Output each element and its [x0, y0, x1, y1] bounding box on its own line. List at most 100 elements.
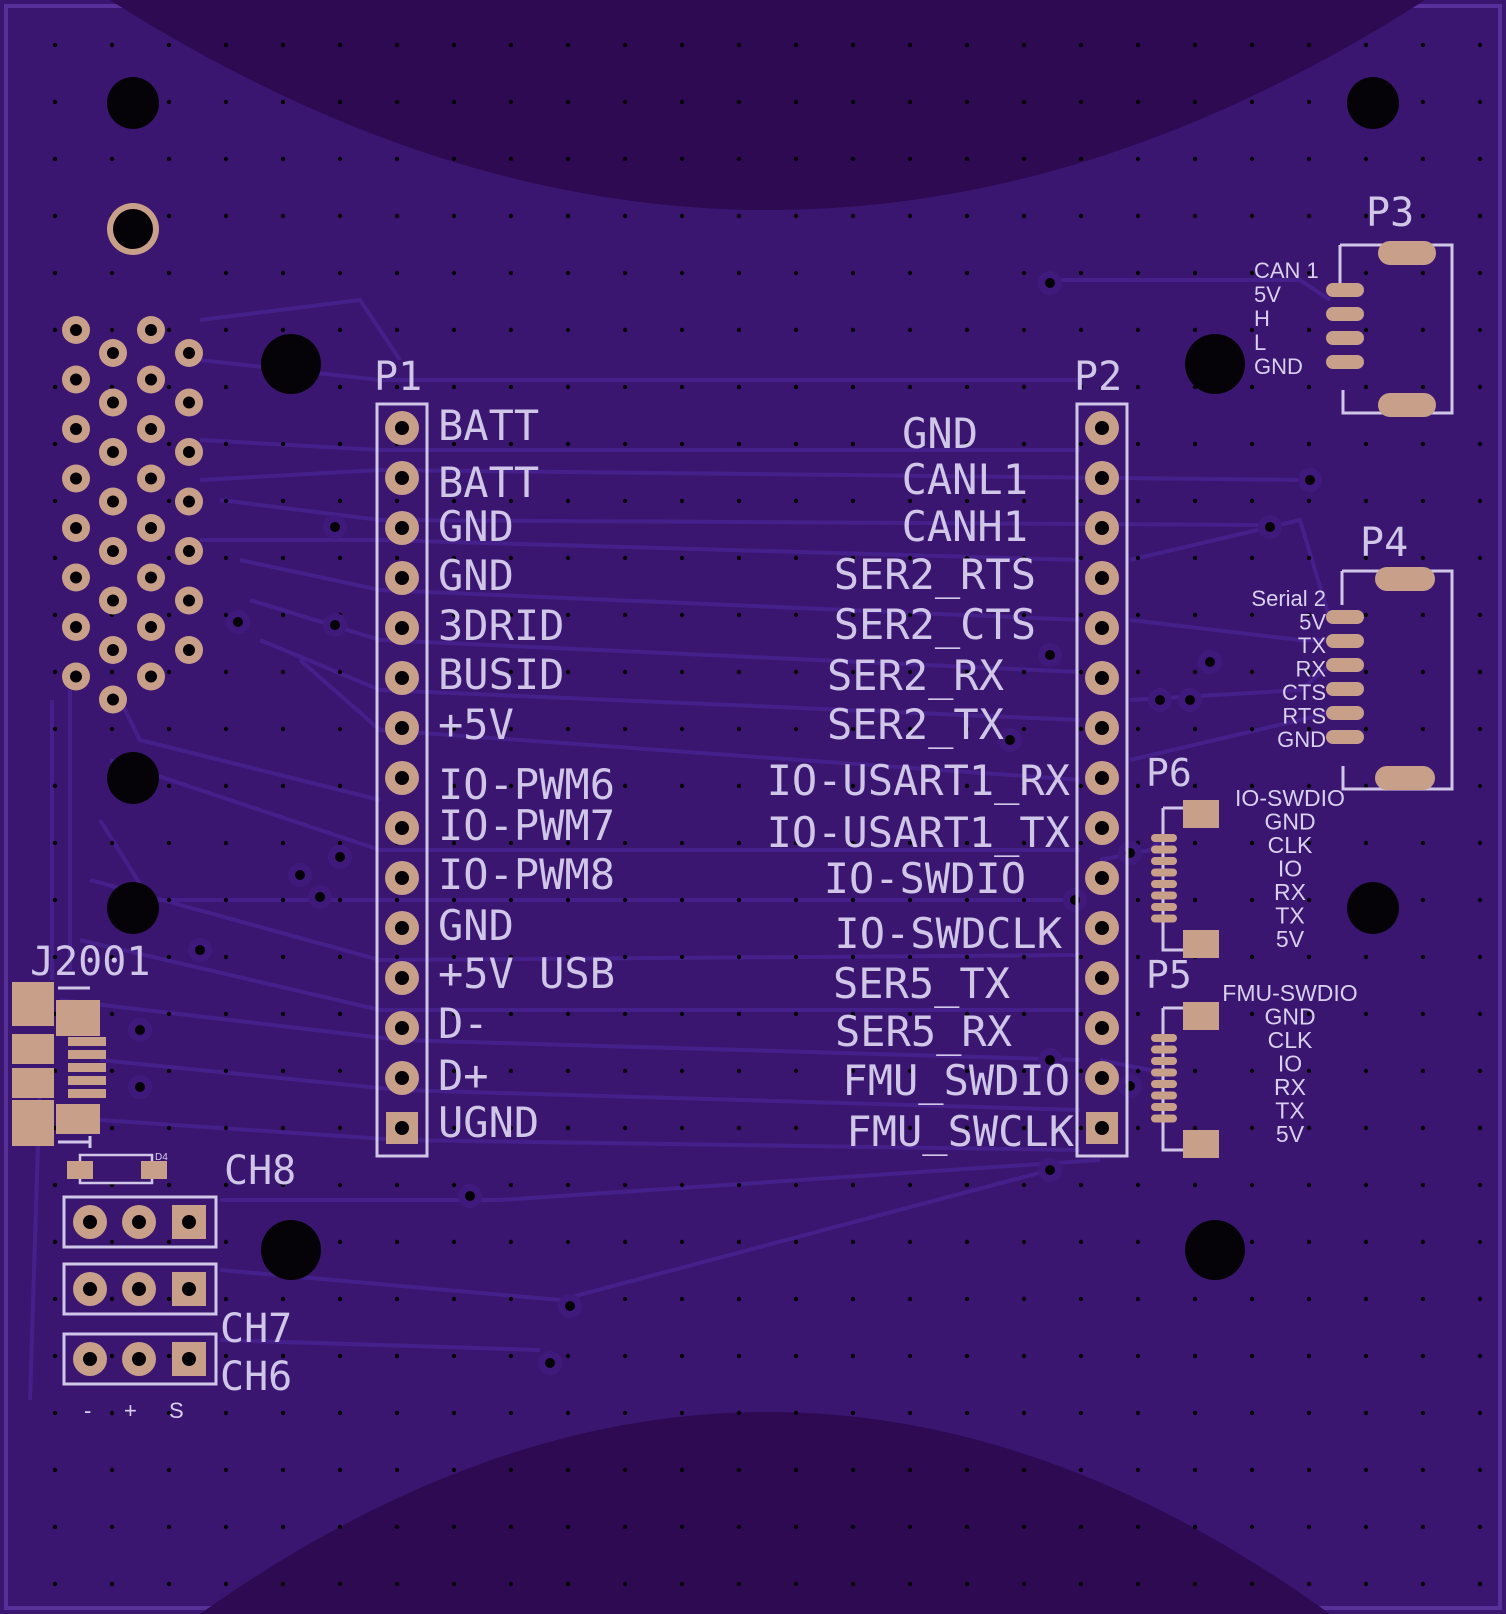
- via: [1477, 1467, 1483, 1473]
- via: [622, 1524, 628, 1530]
- via: [1306, 954, 1312, 960]
- via: [907, 42, 913, 48]
- via: [1021, 555, 1027, 561]
- pin-hole: [395, 921, 409, 935]
- via: [565, 213, 571, 219]
- via: [850, 213, 856, 219]
- via: [1306, 1182, 1312, 1188]
- via: [793, 1581, 799, 1587]
- via: [223, 1581, 229, 1587]
- via: [508, 498, 514, 504]
- pin-hole: [395, 1121, 409, 1135]
- via: [1249, 555, 1255, 561]
- smd-pad: [1151, 845, 1177, 854]
- via: [166, 1353, 172, 1359]
- via: [508, 783, 514, 789]
- smd-pad: [1151, 1080, 1177, 1088]
- via: [1363, 1125, 1369, 1131]
- via: [1363, 327, 1369, 333]
- via: [622, 783, 628, 789]
- via: [1477, 42, 1483, 48]
- copper-trace: [1050, 278, 1332, 302]
- via: [1078, 384, 1084, 390]
- via: [1005, 735, 1015, 745]
- via: [1021, 1353, 1027, 1359]
- via: [166, 726, 172, 732]
- via: [1249, 783, 1255, 789]
- p4-mount-pad: [1375, 567, 1435, 591]
- ch6-label: CH6: [220, 1354, 292, 1400]
- via: [1477, 1353, 1483, 1359]
- via: [1192, 1410, 1198, 1416]
- via: [793, 327, 799, 333]
- via: [907, 99, 913, 105]
- via: [1306, 213, 1312, 219]
- smd-pad: [1151, 1057, 1177, 1065]
- via: [736, 1068, 742, 1074]
- via: [52, 1467, 58, 1473]
- via: [793, 1125, 799, 1131]
- via: [337, 1353, 343, 1359]
- via: [1363, 1011, 1369, 1017]
- via: [1249, 384, 1255, 390]
- via: [1135, 384, 1141, 390]
- via: [793, 555, 799, 561]
- via: [1477, 555, 1483, 561]
- via: [394, 42, 400, 48]
- via: [508, 1296, 514, 1302]
- via: [736, 1581, 742, 1587]
- mounting-holes: [107, 77, 1399, 1280]
- header-pin-hole: [70, 670, 82, 683]
- via: [1363, 840, 1369, 846]
- pin-hole: [1095, 1071, 1109, 1085]
- via: [1477, 1524, 1483, 1530]
- via: [451, 1239, 457, 1245]
- via: [679, 1524, 685, 1530]
- via: [508, 270, 514, 276]
- via: [1306, 1467, 1312, 1473]
- via: [1420, 327, 1426, 333]
- smd-pad: [1151, 857, 1177, 865]
- via: [223, 897, 229, 903]
- via: [280, 1410, 286, 1416]
- p6-pin-label: IO: [1278, 856, 1302, 882]
- via: [565, 783, 571, 789]
- via: [1078, 1581, 1084, 1587]
- via: [109, 1353, 115, 1359]
- via: [793, 1239, 799, 1245]
- via: [1477, 99, 1483, 105]
- via: [679, 1353, 685, 1359]
- copper-trace: [98, 818, 1080, 902]
- via: [394, 213, 400, 219]
- via: [195, 945, 205, 955]
- copper-trace: [298, 658, 1081, 782]
- via: [1420, 612, 1426, 618]
- via: [565, 1353, 571, 1359]
- via: [1021, 783, 1027, 789]
- via: [1420, 726, 1426, 732]
- via: [166, 1239, 172, 1245]
- via: [565, 498, 571, 504]
- pin-hole: [395, 771, 409, 785]
- p4-mount-pad: [1375, 766, 1435, 790]
- via: [394, 498, 400, 504]
- via: [793, 669, 799, 675]
- via: [508, 441, 514, 447]
- via: [1249, 669, 1255, 675]
- via: [1477, 156, 1483, 162]
- via: [565, 612, 571, 618]
- via: [850, 270, 856, 276]
- via: [850, 99, 856, 105]
- smd-pad: [1326, 307, 1364, 321]
- via: [793, 213, 799, 219]
- via: [1021, 1296, 1027, 1302]
- via: [166, 783, 172, 789]
- via: [622, 384, 628, 390]
- via: [1045, 650, 1055, 660]
- via: [1192, 213, 1198, 219]
- via: [394, 270, 400, 276]
- copper-trace: [200, 538, 1081, 562]
- via: [964, 42, 970, 48]
- via: [508, 1011, 514, 1017]
